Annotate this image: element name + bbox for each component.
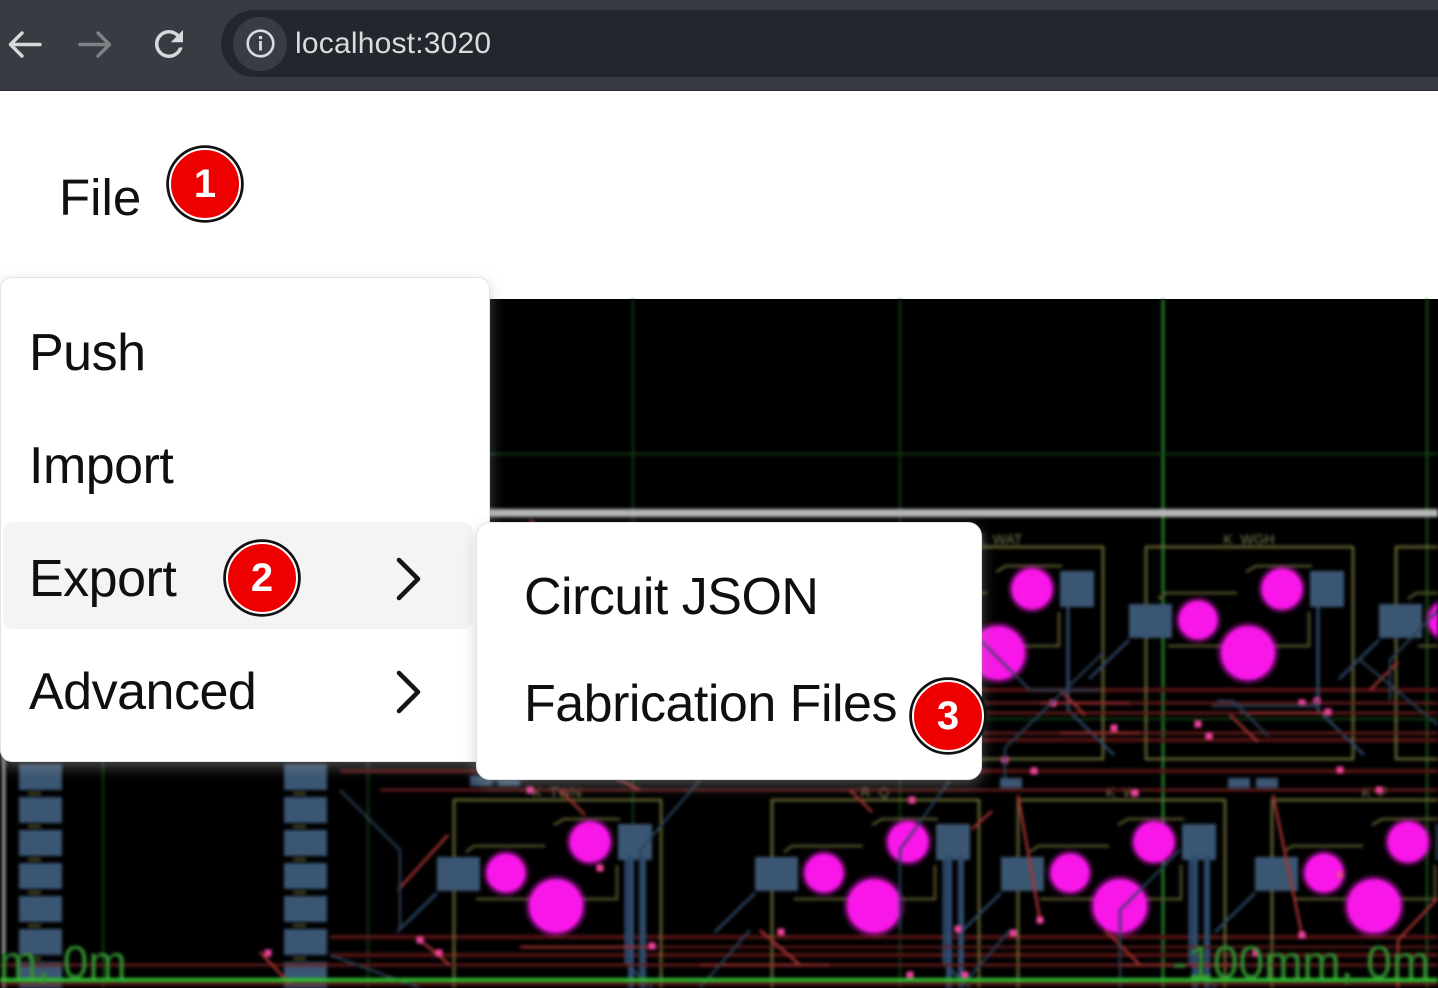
- svg-text:0mm, 0m: 0mm, 0m: [0, 936, 127, 988]
- svg-text:K_WAT: K_WAT: [976, 531, 1023, 547]
- svg-text:K_W: K_W: [1106, 784, 1137, 800]
- svg-text:R_Q: R_Q: [861, 784, 890, 800]
- svg-text:-100mm, 0m: -100mm, 0m: [1172, 936, 1430, 988]
- svg-text:K_P: K_P: [1362, 784, 1388, 800]
- svg-text:K_WGH: K_WGH: [1223, 531, 1274, 547]
- svg-text:K_TWN: K_TWN: [533, 784, 582, 800]
